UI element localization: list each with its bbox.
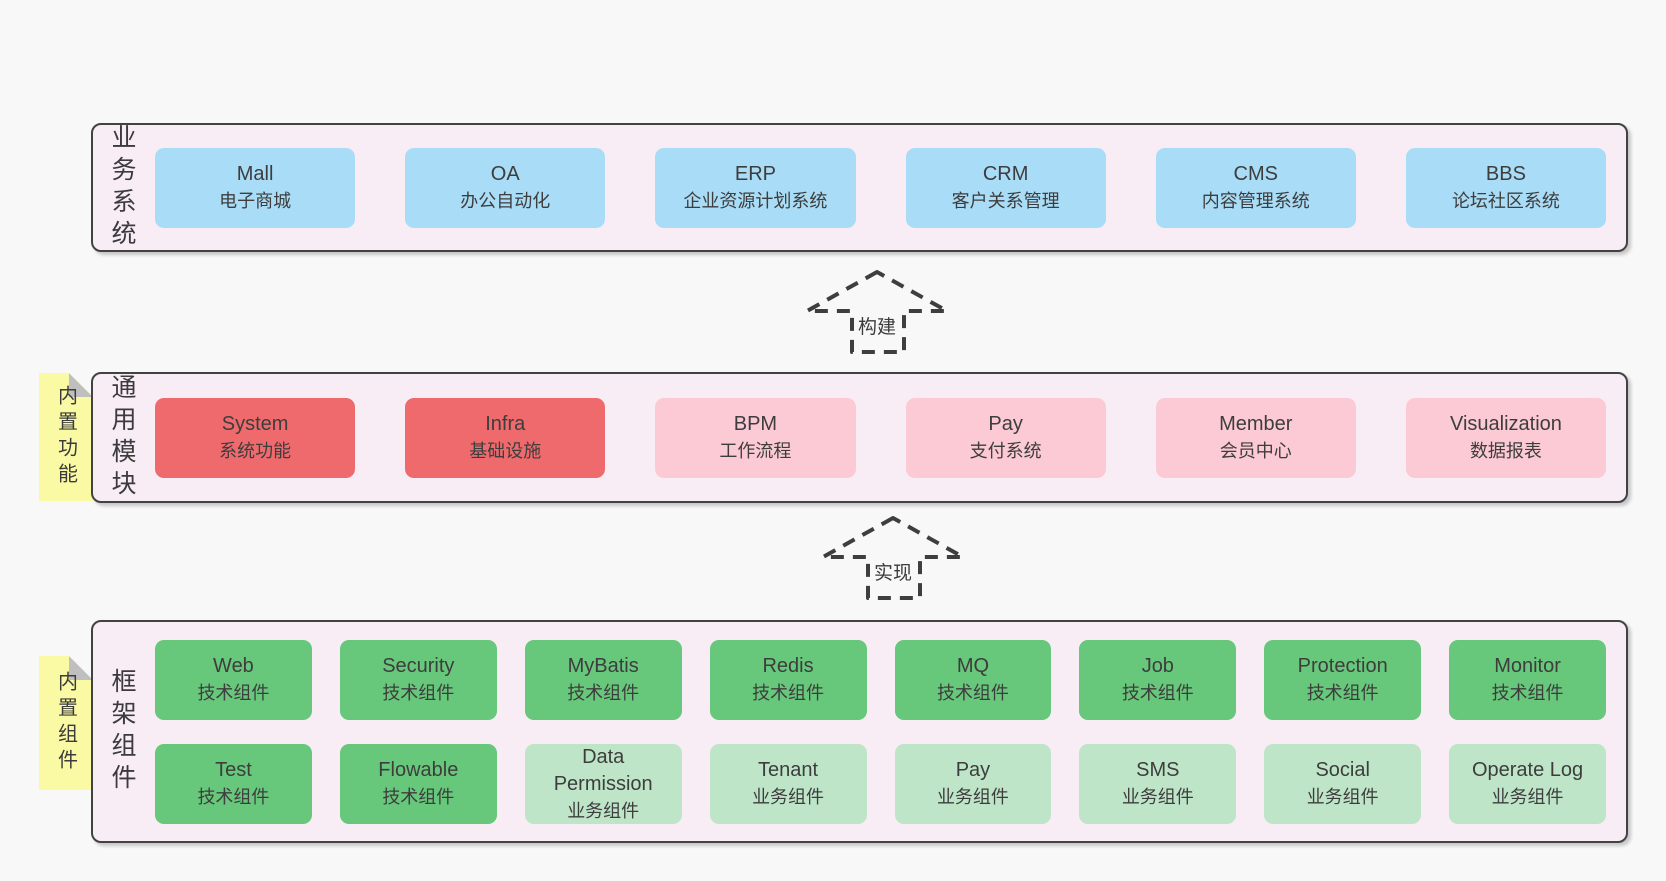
box-subtitle: 业务组件 xyxy=(936,786,1009,807)
box-monitor: Monitor 技术组件 xyxy=(1449,639,1606,720)
box-title: System xyxy=(221,413,289,436)
box-subtitle: 办公自动化 xyxy=(460,190,551,211)
box-tenant: Tenant 业务组件 xyxy=(709,743,867,824)
box-subtitle: 电子商城 xyxy=(219,190,292,211)
box-test: Test 技术组件 xyxy=(155,743,312,824)
box-subtitle: 技术组件 xyxy=(1491,682,1564,703)
layer-business-systems: 业务系统 Mall 电子商城 OA 办公自动化 ERP 企业资源计划系统 CRM… xyxy=(91,123,1628,252)
layer-label: 框架组件 xyxy=(108,667,136,796)
box-title: Pay xyxy=(955,759,991,782)
box-social: Social 业务组件 xyxy=(1264,743,1422,824)
box-pay-component: Pay 业务组件 xyxy=(894,743,1052,824)
box-erp: ERP 企业资源计划系统 xyxy=(655,147,856,228)
box-subtitle: 业务组件 xyxy=(1306,786,1379,807)
box-job: Job 技术组件 xyxy=(1079,639,1237,720)
box-title: Redis xyxy=(762,655,814,678)
box-title: Test xyxy=(215,759,252,782)
box-title: Security xyxy=(382,655,455,678)
box-subtitle: 技术组件 xyxy=(936,682,1009,703)
box-oa: OA 办公自动化 xyxy=(405,147,606,228)
layer-framework-components: 框架组件 Web 技术组件 Security 技术组件 MyBatis 技术组件… xyxy=(91,620,1628,843)
box-redis: Redis 技术组件 xyxy=(709,639,867,720)
box-web: Web 技术组件 xyxy=(155,639,312,720)
box-subtitle: 技术组件 xyxy=(567,682,640,703)
box-title: ERP xyxy=(734,163,776,186)
arrow-up-build-icon: 构建 xyxy=(802,268,952,356)
sticky-note-built-in-features: 内置功能 xyxy=(39,373,93,501)
box-subtitle: 技术组件 xyxy=(382,682,455,703)
box-title: Job xyxy=(1141,655,1174,678)
box-title: Pay xyxy=(988,413,1023,436)
box-subtitle: 技术组件 xyxy=(1306,682,1379,703)
box-title: Protection xyxy=(1297,655,1388,678)
box-subtitle: 业务组件 xyxy=(1121,786,1194,807)
box-title: BBS xyxy=(1485,163,1526,186)
sticky-note-built-in-components: 内置组件 xyxy=(39,656,93,790)
box-title: Social xyxy=(1315,759,1370,782)
box-subtitle: 论坛社区系统 xyxy=(1451,190,1560,211)
box-subtitle: 技术组件 xyxy=(197,682,270,703)
arrow-label: 构建 xyxy=(854,312,900,339)
box-subtitle: 企业资源计划系统 xyxy=(683,190,828,211)
box-title: Mall xyxy=(236,163,274,186)
box-title: Web xyxy=(213,655,254,678)
box-title: Flowable xyxy=(378,759,459,782)
box-title: Visualization xyxy=(1449,413,1562,436)
box-title: Data Permission xyxy=(553,745,653,796)
layer-label: 通用模块 xyxy=(108,373,136,502)
box-mall: Mall 电子商城 xyxy=(155,147,356,228)
box-mq: MQ 技术组件 xyxy=(894,639,1052,720)
box-subtitle: 数据报表 xyxy=(1469,440,1542,461)
layer-common-modules: 通用模块 System 系统功能 Infra 基础设施 BPM 工作流程 Pay… xyxy=(91,372,1628,503)
box-subtitle: 系统功能 xyxy=(219,440,292,461)
box-title: Infra xyxy=(485,413,526,436)
box-cms: CMS 内容管理系统 xyxy=(1155,147,1356,228)
box-subtitle: 内容管理系统 xyxy=(1201,190,1310,211)
box-mybatis: MyBatis 技术组件 xyxy=(524,639,682,720)
box-subtitle: 技术组件 xyxy=(197,786,270,807)
box-bpm: BPM 工作流程 xyxy=(655,397,856,478)
arrow-label: 实现 xyxy=(870,558,916,585)
box-subtitle: 客户关系管理 xyxy=(951,190,1060,211)
box-member: Member 会员中心 xyxy=(1155,397,1356,478)
box-flowable: Flowable 技术组件 xyxy=(339,743,497,824)
box-system: System 系统功能 xyxy=(155,397,356,478)
box-subtitle: 业务组件 xyxy=(1491,786,1564,807)
box-subtitle: 技术组件 xyxy=(752,682,825,703)
box-visualization: Visualization 数据报表 xyxy=(1405,397,1607,478)
box-subtitle: 会员中心 xyxy=(1219,440,1292,461)
box-subtitle: 业务组件 xyxy=(567,800,640,821)
box-title: BPM xyxy=(733,413,778,436)
box-operate-log: Operate Log 业务组件 xyxy=(1449,743,1606,824)
box-title: Member xyxy=(1219,413,1293,436)
box-crm: CRM 客户关系管理 xyxy=(905,147,1106,228)
box-title: Operate Log xyxy=(1471,759,1584,782)
box-subtitle: 支付系统 xyxy=(969,440,1042,461)
box-title: MQ xyxy=(956,655,990,678)
box-subtitle: 技术组件 xyxy=(382,786,455,807)
box-title: SMS xyxy=(1136,759,1180,782)
box-title: Monitor xyxy=(1494,655,1561,678)
box-bbs: BBS 论坛社区系统 xyxy=(1405,147,1607,228)
box-protection: Protection 技术组件 xyxy=(1264,639,1422,720)
box-subtitle: 工作流程 xyxy=(719,440,792,461)
box-title: MyBatis xyxy=(567,655,639,678)
box-title: Tenant xyxy=(758,759,819,782)
box-title: CMS xyxy=(1233,163,1278,186)
box-title: OA xyxy=(490,163,520,186)
box-subtitle: 基础设施 xyxy=(469,440,542,461)
note-label: 内置功能 xyxy=(54,385,77,489)
box-data-permission: Data Permission 业务组件 xyxy=(524,743,682,824)
layer-label: 业务系统 xyxy=(108,123,136,252)
box-subtitle: 技术组件 xyxy=(1121,682,1194,703)
box-sms: SMS 业务组件 xyxy=(1079,743,1237,824)
box-title: CRM xyxy=(982,163,1029,186)
box-subtitle: 业务组件 xyxy=(752,786,825,807)
arrow-up-implement-icon: 实现 xyxy=(818,514,968,602)
box-pay: Pay 支付系统 xyxy=(905,397,1106,478)
box-security: Security 技术组件 xyxy=(339,639,497,720)
box-infra: Infra 基础设施 xyxy=(405,397,606,478)
note-label: 内置组件 xyxy=(54,671,77,775)
